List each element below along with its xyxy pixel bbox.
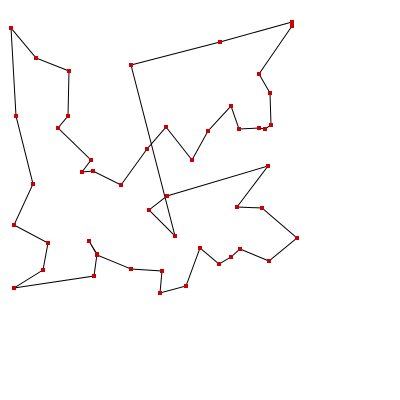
tour-point-35 — [80, 170, 84, 174]
tour-points — [9, 20, 299, 295]
tour-point-2 — [129, 63, 133, 67]
tour-point-22 — [92, 274, 96, 278]
tour-point-36 — [91, 169, 95, 173]
tour-point-49 — [290, 24, 294, 28]
tour-point-6 — [266, 164, 270, 168]
tour-point-4 — [147, 208, 151, 212]
tour-point-32 — [66, 114, 70, 118]
tour-point-9 — [295, 236, 299, 240]
tour-point-44 — [257, 126, 261, 130]
tour-point-46 — [269, 123, 273, 127]
tour-point-23 — [12, 286, 16, 290]
tour-point-11 — [238, 247, 242, 251]
tour-point-37 — [119, 183, 123, 187]
tour-point-25 — [46, 241, 50, 245]
tour-point-31 — [67, 69, 71, 73]
tour-point-33 — [56, 126, 60, 130]
tour-point-41 — [206, 129, 210, 133]
tour-point-48 — [257, 72, 261, 76]
tour-point-27 — [31, 182, 35, 186]
tour-point-8 — [260, 206, 264, 210]
tour-point-43 — [237, 127, 241, 131]
tour-point-14 — [198, 246, 202, 250]
tour-path — [10, 21, 298, 294]
tour-point-42 — [229, 104, 233, 108]
tour-point-40 — [190, 158, 194, 162]
tour-point-34 — [89, 158, 93, 162]
tour-point-18 — [129, 267, 133, 271]
tour-point-39 — [164, 125, 168, 129]
tour-point-1 — [218, 40, 222, 44]
tour-point-13 — [217, 262, 221, 266]
tour-point-45 — [263, 127, 267, 131]
tour-point-30 — [34, 56, 38, 60]
tour-point-28 — [14, 114, 18, 118]
tour-point-0 — [290, 20, 294, 24]
tour-point-26 — [12, 223, 16, 227]
tour-point-10 — [267, 259, 271, 263]
tour-point-7 — [235, 205, 239, 209]
tour-point-16 — [158, 291, 162, 295]
tour-point-38 — [145, 147, 149, 151]
tour-point-24 — [41, 268, 45, 272]
tour-point-5 — [165, 194, 169, 198]
tour-point-3 — [173, 234, 177, 238]
tour-point-21 — [95, 252, 99, 256]
tour-point-17 — [160, 269, 164, 273]
tour-point-20 — [87, 239, 91, 243]
tour-point-29 — [9, 26, 13, 30]
tour-point-12 — [229, 255, 233, 259]
tour-point-15 — [184, 284, 188, 288]
tour-point-47 — [268, 91, 272, 95]
